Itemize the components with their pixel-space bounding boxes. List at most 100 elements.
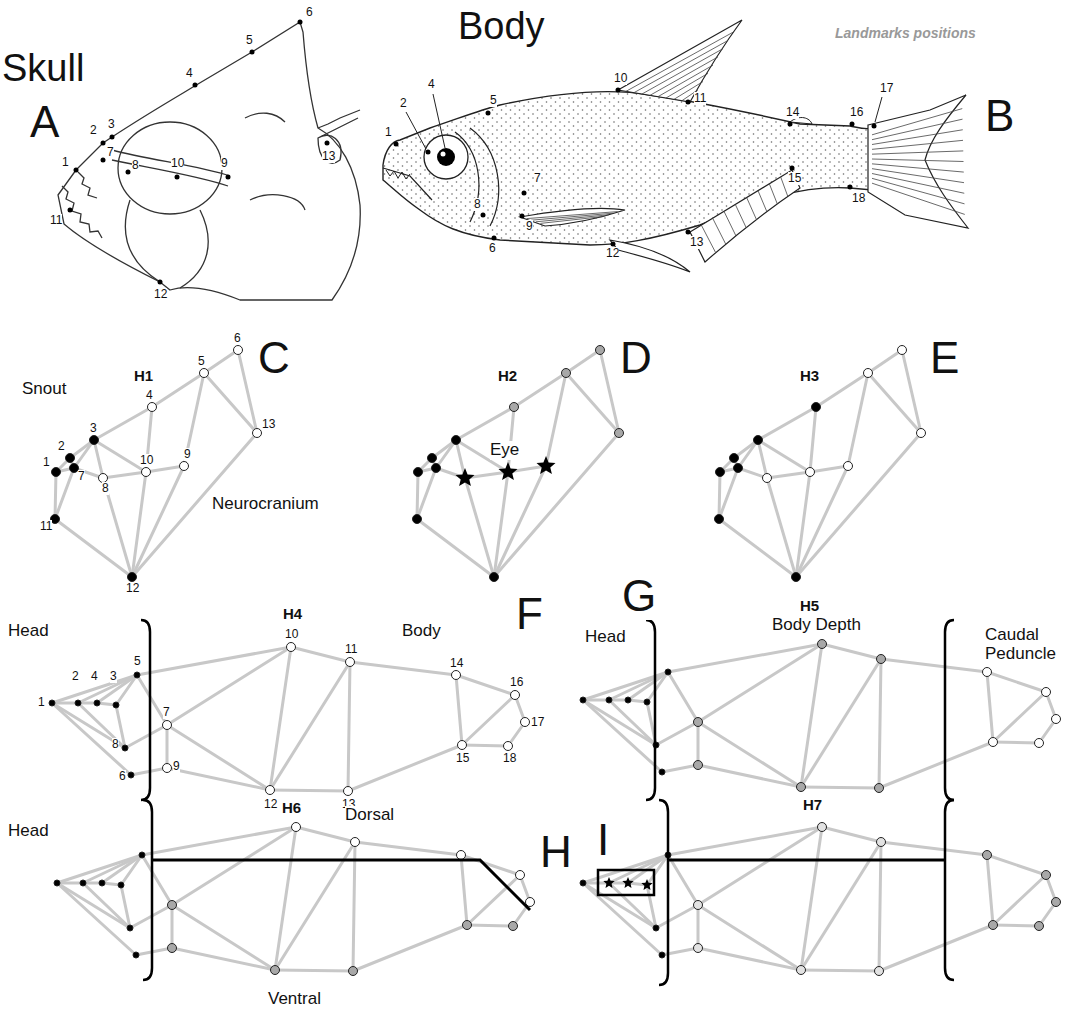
graph-edge bbox=[508, 407, 514, 472]
graph-edge bbox=[204, 350, 238, 373]
landmark-node bbox=[432, 464, 441, 473]
landmark-node bbox=[877, 655, 886, 664]
graph-edge bbox=[121, 855, 142, 885]
hypothesis-title: H5 bbox=[800, 598, 819, 615]
graph-edge bbox=[801, 827, 822, 970]
landmark-node bbox=[1052, 715, 1061, 724]
callout-number: 11 bbox=[694, 92, 706, 105]
panel-letter: I bbox=[597, 816, 609, 864]
landmark-node bbox=[413, 515, 422, 524]
landmark-node bbox=[665, 669, 671, 675]
graph-edge bbox=[868, 350, 902, 373]
callout-number: 5 bbox=[490, 94, 497, 107]
landmark-node bbox=[625, 697, 631, 703]
landmark-node bbox=[989, 921, 998, 930]
graph-edge bbox=[103, 472, 146, 478]
landmark-dot bbox=[68, 208, 73, 213]
landmark-node bbox=[142, 468, 151, 477]
landmark-node bbox=[344, 787, 353, 796]
panel-letter: F bbox=[516, 590, 543, 638]
landmark-dot bbox=[790, 166, 795, 171]
callout-number: 2 bbox=[90, 124, 97, 137]
callout-number: 12 bbox=[126, 582, 139, 595]
fin-ray bbox=[872, 178, 965, 204]
hypothesis-title: H2 bbox=[498, 368, 517, 385]
graph-edge bbox=[583, 700, 662, 772]
graph-edge bbox=[810, 407, 816, 472]
fin-ray bbox=[872, 174, 964, 194]
landmark-node bbox=[148, 403, 157, 412]
fin-ray bbox=[735, 204, 746, 228]
callout-number: 4 bbox=[91, 670, 98, 683]
landmark-dot bbox=[226, 175, 231, 180]
landmark-node bbox=[287, 643, 296, 652]
fin-ray bbox=[650, 57, 718, 95]
callout-number: 18 bbox=[503, 752, 516, 765]
graph-edge bbox=[583, 700, 656, 745]
landmark-star bbox=[603, 877, 614, 888]
landmark-node bbox=[875, 967, 884, 976]
note-text: Landmarks positions bbox=[835, 26, 976, 41]
callout-number: 13 bbox=[690, 236, 703, 249]
landmark-node bbox=[180, 462, 189, 471]
fin-ray bbox=[769, 184, 777, 204]
graph-edge bbox=[698, 905, 801, 970]
graph-edge bbox=[353, 925, 467, 971]
landmark-node bbox=[509, 922, 518, 931]
callout-number: 5 bbox=[246, 34, 253, 47]
panel-letter: E bbox=[930, 334, 959, 382]
graph-edge bbox=[801, 659, 881, 787]
graph-edge bbox=[609, 700, 656, 745]
graph-edge bbox=[465, 478, 494, 577]
landmark-node bbox=[168, 901, 177, 910]
region-label: Dorsal bbox=[345, 806, 394, 825]
graph-edge bbox=[758, 440, 810, 472]
graph-edge bbox=[172, 827, 296, 905]
panel-letter: C bbox=[258, 334, 290, 382]
landmark-node bbox=[818, 640, 827, 649]
graph-edge bbox=[796, 433, 921, 577]
graph-edge bbox=[656, 905, 698, 928]
landmark-node bbox=[917, 429, 926, 438]
callout-number: 1 bbox=[38, 696, 45, 709]
landmark-node bbox=[118, 882, 124, 888]
landmark-node bbox=[864, 369, 873, 378]
landmark-node bbox=[875, 784, 884, 793]
landmark-node bbox=[694, 901, 703, 910]
landmark-graph bbox=[413, 346, 624, 582]
landmark-dot bbox=[520, 214, 525, 219]
graph-edge bbox=[822, 827, 881, 842]
graph-edge bbox=[698, 722, 801, 787]
graph-edge bbox=[116, 675, 137, 705]
hypothesis-title: H7 bbox=[803, 797, 822, 814]
callout-number: 9 bbox=[184, 448, 191, 461]
landmark-node bbox=[562, 369, 571, 378]
fin-ray bbox=[872, 119, 963, 140]
landmark-node bbox=[490, 573, 499, 582]
landmark-node bbox=[1042, 871, 1051, 880]
landmark-node bbox=[797, 783, 806, 792]
panel-letter: B bbox=[985, 92, 1014, 140]
landmark-node bbox=[1052, 898, 1061, 907]
callout-number: 10 bbox=[140, 454, 153, 467]
graph-edge bbox=[348, 745, 462, 791]
graph-edge bbox=[719, 472, 720, 519]
callout-number: 1 bbox=[43, 456, 50, 469]
region-label: Eye bbox=[490, 441, 519, 460]
graph-edge bbox=[184, 373, 204, 466]
landmark-dot bbox=[158, 280, 163, 285]
landmark-node bbox=[983, 668, 992, 677]
panel-letter: A bbox=[30, 98, 59, 146]
graph-edge bbox=[698, 644, 822, 722]
graph-edge bbox=[57, 883, 130, 928]
landmark-dot bbox=[481, 213, 486, 218]
callout-number: 11 bbox=[50, 214, 62, 227]
callout-number: 17 bbox=[880, 82, 893, 95]
graph-edge bbox=[697, 905, 700, 948]
graph-edge bbox=[801, 787, 879, 788]
landmark-node bbox=[428, 454, 437, 463]
callout-number: 4 bbox=[428, 78, 435, 91]
panel-letter: H bbox=[540, 828, 572, 876]
region-label: Neurocranium bbox=[212, 495, 319, 514]
